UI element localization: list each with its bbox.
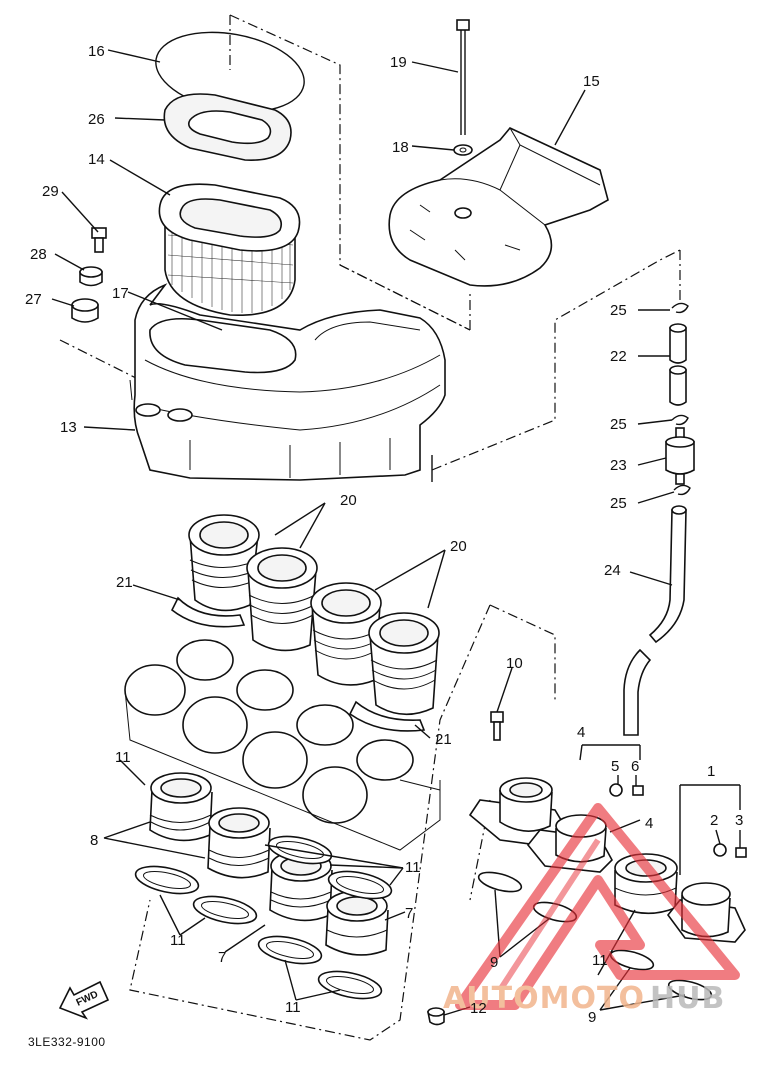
part-11-hose-clamps <box>134 835 393 1000</box>
part-22-hose <box>669 323 687 406</box>
callout-11-d: 11 <box>285 999 301 1016</box>
callout-18: 18 <box>392 139 409 156</box>
boot-1 <box>188 514 260 612</box>
callout-20-b: 20 <box>450 538 467 555</box>
callout-6: 6 <box>631 758 639 775</box>
leader-lines <box>51 49 741 1016</box>
part-25-clip-top <box>671 302 689 314</box>
callout-16: 16 <box>88 43 105 60</box>
callout-17: 17 <box>112 285 129 302</box>
callout-25-top: 25 <box>610 302 627 319</box>
callout-10: 10 <box>506 655 523 672</box>
part-5-6-fasteners <box>609 783 644 797</box>
part-4-intake-joint <box>468 777 613 873</box>
callout-7-a: 7 <box>405 905 413 922</box>
watermark-logo: AUTOMOTO HUB <box>443 803 740 1016</box>
callout-7-b: 7 <box>218 949 226 966</box>
part-27-grommet <box>71 298 99 323</box>
part-19-long-bolt <box>456 19 470 135</box>
callout-4-b: 4 <box>645 815 653 832</box>
part-13-air-cleaner-case <box>129 283 446 482</box>
callout-26: 26 <box>88 111 105 128</box>
assembly-frame-lines <box>59 14 681 1041</box>
callout-20-a: 20 <box>340 492 357 509</box>
part-28-collar <box>79 266 103 287</box>
callout-2: 2 <box>710 812 718 829</box>
part-8-carb-joints <box>149 772 389 956</box>
callout-1: 1 <box>707 763 715 780</box>
callout-4-a: 4 <box>577 724 585 741</box>
part-15-cover-duct <box>388 127 609 287</box>
part-20-intake-boots <box>188 514 440 716</box>
callout-14: 14 <box>88 151 105 168</box>
callout-25-mid: 25 <box>610 416 627 433</box>
callout-23: 23 <box>610 457 627 474</box>
callout-11-a: 11 <box>115 749 131 766</box>
callout-11-b: 11 <box>405 859 421 876</box>
callout-27: 27 <box>25 291 42 308</box>
callout-22: 22 <box>610 348 627 365</box>
callout-21-b: 21 <box>435 731 452 748</box>
callout-11-e: 11 <box>592 952 608 969</box>
callout-19: 19 <box>390 54 407 71</box>
callout-3: 3 <box>735 812 743 829</box>
reference-code: 3LE332-9100 <box>28 1035 106 1049</box>
fwd-arrow-icon: FWD <box>58 980 110 1020</box>
part-23-fuel-filter <box>665 427 695 485</box>
carburetor-bank <box>124 639 441 851</box>
boot-4 <box>368 612 440 716</box>
part-25-clip-mid <box>671 414 689 426</box>
part-29-bolt <box>91 227 107 253</box>
part-26-seal <box>163 93 292 161</box>
part-10-bolt <box>490 711 504 741</box>
part-24-bent-hose <box>623 505 687 736</box>
callout-9-b: 9 <box>588 1009 596 1026</box>
part-18-washer <box>453 144 473 156</box>
callout-9-a: 9 <box>490 954 498 971</box>
callout-15: 15 <box>583 73 600 90</box>
callout-8: 8 <box>90 832 98 849</box>
callout-12: 12 <box>470 1000 487 1017</box>
callout-25-low: 25 <box>610 495 627 512</box>
part-12-cap <box>427 1007 445 1026</box>
part-25-clip-low <box>673 484 691 496</box>
part-21-boot-clamps <box>170 596 426 732</box>
boot-3 <box>310 582 382 686</box>
callout-5: 5 <box>611 758 619 775</box>
part-14-air-filter <box>158 183 301 316</box>
boot-2 <box>246 547 318 652</box>
callout-21-a: 21 <box>116 574 133 591</box>
watermark-text-part1: AUTOMOTO <box>443 981 645 1016</box>
callout-13: 13 <box>60 419 77 436</box>
watermark-text-part2: HUB <box>650 981 725 1016</box>
callout-29: 29 <box>42 183 59 200</box>
callout-11-c: 11 <box>170 932 186 949</box>
callout-24: 24 <box>604 562 621 579</box>
callout-28: 28 <box>30 246 47 263</box>
callout-labels: 16 26 14 29 28 27 17 13 19 18 15 25 22 2… <box>25 43 743 1026</box>
